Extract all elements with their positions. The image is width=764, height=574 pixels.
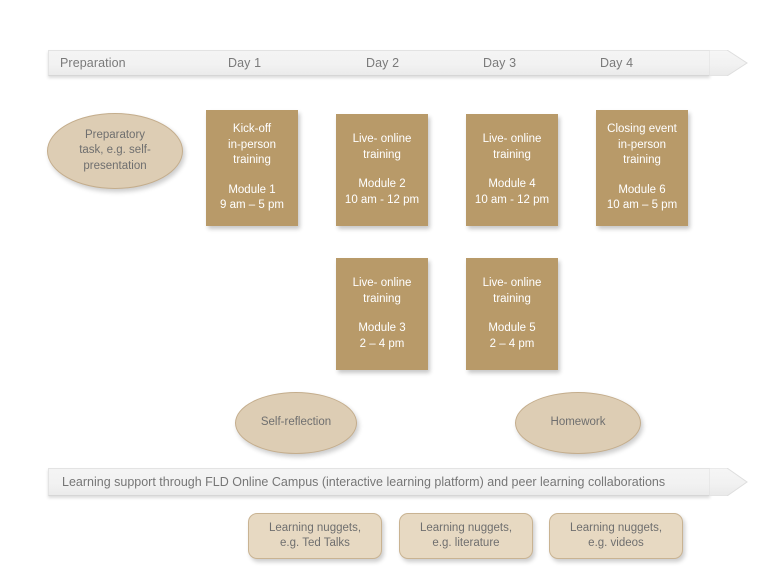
ellipse-self-reflection: Self-reflection — [235, 392, 357, 454]
timeline-label-day-2: Day 2 — [366, 56, 400, 70]
timeline-label-preparation: Preparation — [60, 56, 126, 70]
card-module-2-detail: Module 2 10 am - 12 pm — [344, 178, 420, 206]
timeline-bar: Preparation Day 1 Day 2 Day 3 Day 4 — [48, 50, 748, 76]
timeline-label-day-4: Day 4 — [600, 56, 634, 70]
card-module-3-detail: Module 3 2 – 4 pm — [358, 322, 406, 350]
support-banner-body — [48, 468, 710, 496]
nugget-literature: Learning nuggets, e.g. literature — [399, 513, 533, 559]
card-module-1-detail: Module 1 9 am – 5 pm — [220, 183, 284, 212]
timeline-label-day-3: Day 3 — [483, 56, 517, 70]
support-banner-arrow-head-icon — [709, 468, 749, 496]
card-module-6-title: Closing event in-person training — [607, 123, 677, 167]
timeline-label-day-1: Day 1 — [228, 56, 262, 70]
card-module-1: Kick-off in-person training Module 1 9 a… — [206, 110, 298, 226]
card-module-3-title: Live- online training — [352, 277, 412, 305]
card-module-5-detail: Module 5 2 – 4 pm — [488, 322, 536, 350]
card-module-6-detail: Module 6 10 am – 5 pm — [606, 183, 678, 212]
nugget-ted-talks: Learning nuggets, e.g. Ted Talks — [248, 513, 382, 559]
card-module-2-title: Live- online training — [352, 133, 412, 161]
card-module-2: Live- online training Module 2 10 am - 1… — [336, 114, 428, 226]
card-module-5: Live- online training Module 5 2 – 4 pm — [466, 258, 558, 370]
ellipse-homework: Homework — [515, 392, 641, 454]
timeline-bar-body — [48, 50, 710, 76]
card-module-1-title: Kick-off in-person training — [228, 123, 276, 167]
nugget-videos: Learning nuggets, e.g. videos — [549, 513, 683, 559]
support-banner: Learning support through FLD Online Camp… — [48, 468, 748, 496]
timeline-labels: Preparation Day 1 Day 2 Day 3 Day 4 — [48, 50, 748, 76]
card-module-4-title: Live- online training — [482, 133, 542, 161]
card-module-4: Live- online training Module 4 10 am - 1… — [466, 114, 558, 226]
card-module-6: Closing event in-person training Module … — [596, 110, 688, 226]
card-module-3: Live- online training Module 3 2 – 4 pm — [336, 258, 428, 370]
card-module-4-detail: Module 4 10 am - 12 pm — [474, 178, 550, 206]
timeline-arrow-head-icon — [709, 50, 749, 76]
card-module-5-title: Live- online training — [482, 277, 542, 305]
ellipse-preparatory-task: Preparatory task, e.g. self- presentatio… — [47, 113, 183, 189]
support-banner-text: Learning support through FLD Online Camp… — [62, 475, 666, 489]
